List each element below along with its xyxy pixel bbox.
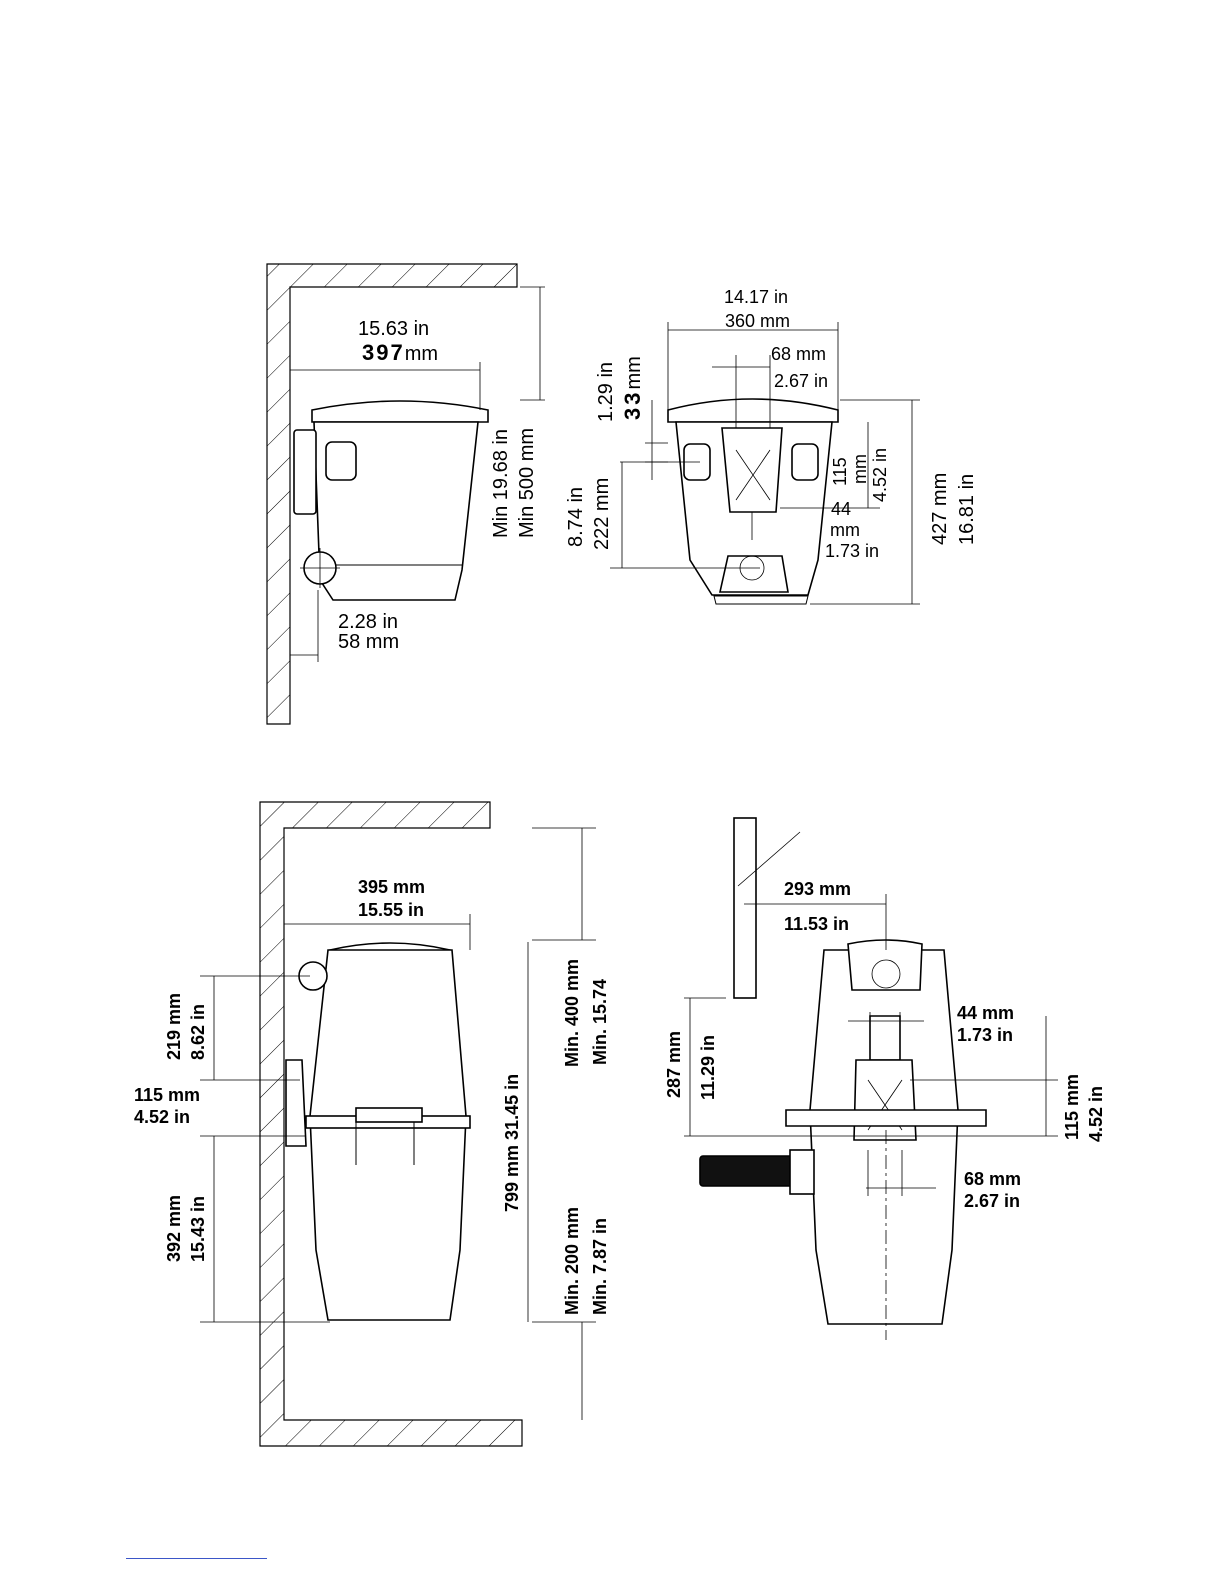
dim-left-mm: 287 mm <box>664 1031 684 1098</box>
vacuum-unit-front-large <box>699 939 987 1325</box>
dim-pipe-mm-unit: mm <box>830 520 860 540</box>
dim-height-inches: 16.81 in <box>956 474 978 545</box>
dim-offset-mm: 58 mm <box>338 631 399 653</box>
dim-overall-height: 799 mm 31.45 in <box>502 1074 522 1212</box>
dim-width-inches: 11.53 in <box>784 914 849 934</box>
dim-pipe-mm: 44 mm <box>957 1003 1014 1023</box>
dim-lower-inches: 15.43 in <box>188 1196 208 1262</box>
dim-inlet-inches: 2.67 in <box>774 371 828 391</box>
footer-rule <box>126 1558 267 1559</box>
bottom-left-side-view: 395 mm 15.55 in 219 mm 8.62 in 115 mm 4.… <box>134 801 610 1447</box>
dim-bottom-clearance-mm: Min. 200 mm <box>562 1207 582 1315</box>
dim-width-inches: 15.63 in <box>358 318 429 340</box>
dim-height-mm: 427 mm <box>929 473 951 545</box>
vacuum-unit-side-large <box>285 942 471 1321</box>
wall-hatch-bottom-left <box>259 801 523 1447</box>
dim-bracket-mm: 115 mm <box>1062 1074 1082 1140</box>
vacuum-unit-front-small <box>667 398 839 605</box>
dim-min-clearance-mm: Min 500 mm <box>516 428 538 538</box>
vacuum-unit-side-small <box>293 400 489 601</box>
dim-upper-mm: 219 mm <box>164 993 184 1060</box>
dim-pipe-inches: 1.73 in <box>957 1025 1013 1045</box>
dim-top-clearance-inches: Min. 15.74 <box>590 979 610 1065</box>
dim-left-inches: 8.74 in <box>565 487 587 547</box>
dim-inlet-mm: 68 mm <box>771 344 826 364</box>
dim-lower-mm: 392 mm <box>164 1195 184 1262</box>
dim-width-mm: 360 mm <box>725 311 790 331</box>
dim-top-mm: 33mm <box>620 356 645 420</box>
dim-inlet-inches: 2.67 in <box>964 1191 1020 1211</box>
top-right-front-view: 14.17 in 360 mm 68 mm 2.67 in 1.29 in 33… <box>565 287 978 605</box>
dim-bottom-clearance-inches: Min. 7.87 in <box>590 1218 610 1315</box>
top-left-side-view: 15.63 in 397mm Min 19.68 in Min 500 mm 2… <box>266 263 545 725</box>
dim-offset-inches: 2.28 in <box>338 611 398 633</box>
dim-top-inches: 1.29 in <box>595 362 617 422</box>
dim-bracket-inches: 4.52 in <box>870 448 890 502</box>
dim-bracket-mm-number: 115 <box>830 457 850 486</box>
dim-width-inches: 15.55 in <box>358 900 424 920</box>
dim-pipe-mm-number: 44 <box>831 499 851 519</box>
dim-bracket-mm-unit: mm <box>850 454 870 484</box>
dim-width-inches: 14.17 in <box>724 287 788 307</box>
dim-top-clearance-mm: Min. 400 mm <box>562 959 582 1067</box>
dim-width-mm: 395 mm <box>358 877 425 897</box>
dim-bracket-inches: 4.52 in <box>134 1107 190 1127</box>
mounting-post <box>733 817 757 999</box>
dim-left-inches: 11.29 in <box>698 1035 718 1100</box>
dim-inlet-mm: 68 mm <box>964 1169 1021 1189</box>
dim-left-mm: 222 mm <box>591 478 613 550</box>
dim-upper-inches: 8.62 in <box>188 1004 208 1060</box>
dim-bracket-mm: 115 mm <box>134 1085 200 1105</box>
bottom-right-front-view: 293 mm 11.53 in 44 mm 1.73 in 287 mm 11.… <box>664 817 1106 1340</box>
dim-width-mm: 397mm <box>362 340 438 365</box>
dim-width-mm: 293 mm <box>784 879 851 899</box>
dim-min-clearance-inches: Min 19.68 in <box>490 429 512 538</box>
dim-bracket-inches: 4.52 in <box>1086 1086 1106 1142</box>
dim-pipe-inches: 1.73 in <box>825 541 879 561</box>
